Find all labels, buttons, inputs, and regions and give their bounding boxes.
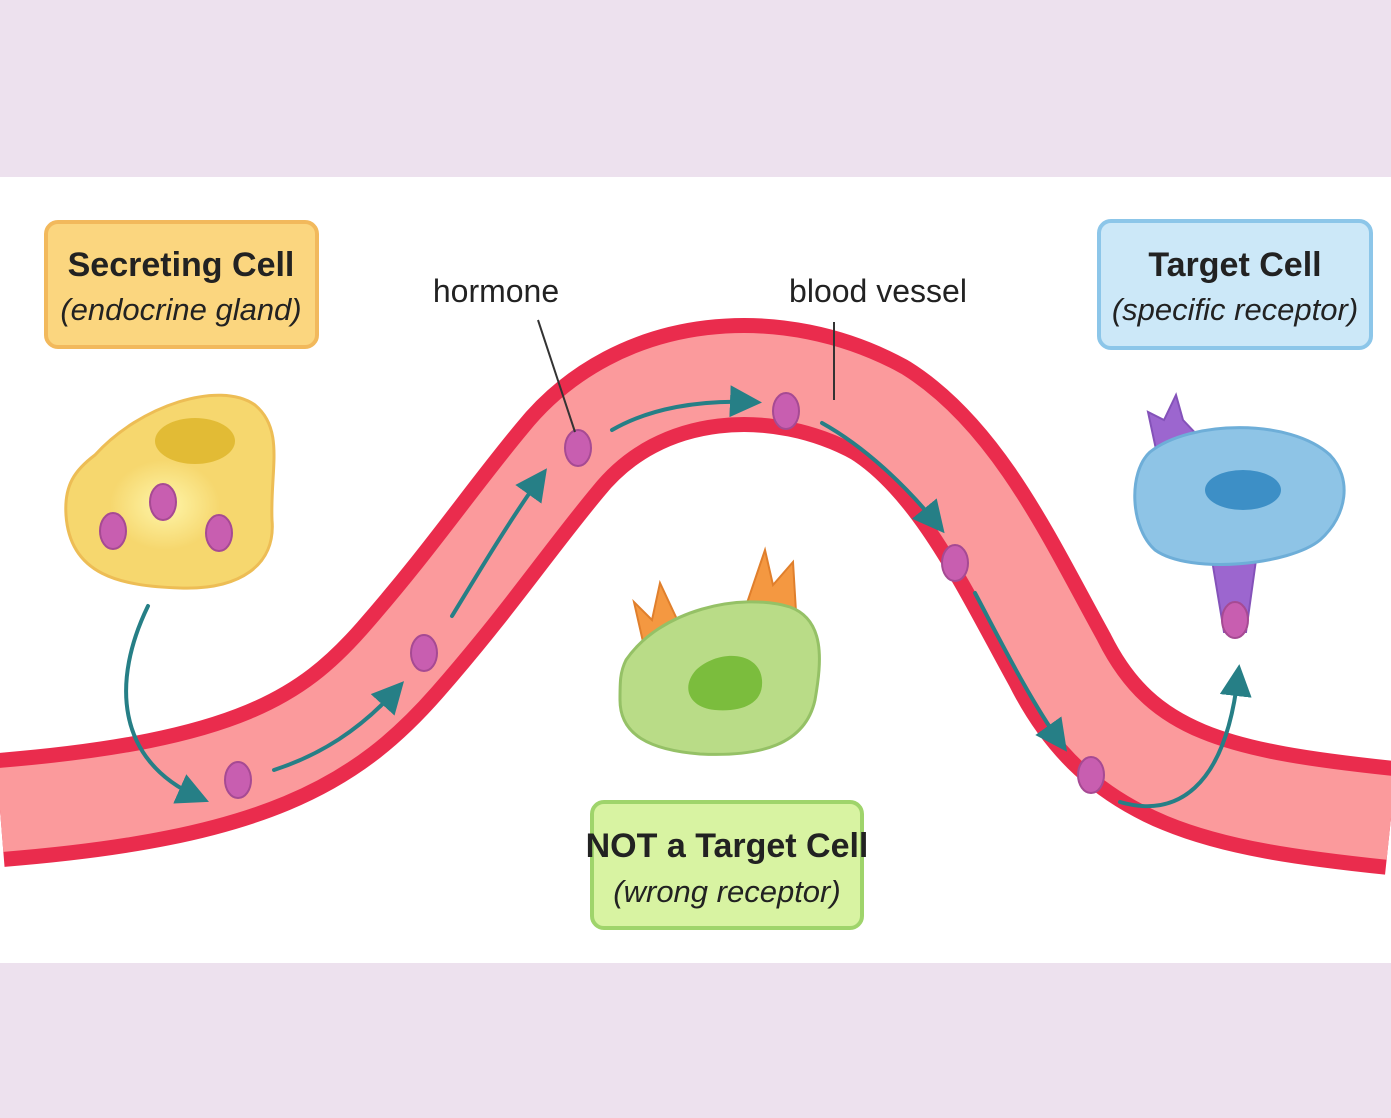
non-target-cell-box — [590, 800, 864, 930]
hormone-molecule — [1077, 756, 1105, 794]
hormone-molecule — [224, 761, 252, 799]
hormone-molecule — [941, 544, 969, 582]
target-cell — [1133, 392, 1346, 639]
non-target-cell-label-box: NOT a Target Cell (wrong receptor) — [586, 800, 869, 930]
hormone-molecule — [772, 392, 800, 430]
secreting-cell-label-box: Secreting Cell (endocrine gland) — [44, 220, 319, 349]
hormone-pointer-line — [537, 319, 576, 433]
hormone-molecule — [149, 483, 177, 521]
flow-arrow — [1118, 664, 1252, 809]
flow-arrows — [124, 385, 1252, 809]
blood-vessel — [0, 318, 1391, 875]
target-cell-title: Target Cell — [1148, 246, 1321, 284]
hormone-molecule — [99, 512, 127, 550]
non-target-emphasis: NOT — [586, 827, 658, 865]
target-cell-box — [1097, 219, 1373, 350]
non-target-cell-nucleus — [688, 655, 763, 711]
hormone-molecule — [410, 634, 438, 672]
secreting-cell-subtitle: (endocrine gland) — [60, 292, 301, 327]
flow-arrow — [124, 604, 209, 804]
target-cell-nucleus — [1205, 470, 1281, 510]
non-target-cell-title: NOT a Target Cell — [586, 827, 869, 865]
hormone-molecule — [205, 514, 233, 552]
flow-arrow — [450, 468, 547, 618]
target-cell-label-box: Target Cell (specific receptor) — [1097, 219, 1373, 350]
target-cell-subtitle: (specific receptor) — [1112, 292, 1358, 327]
secreting-cell — [64, 393, 276, 590]
hormone-label: hormone — [433, 273, 559, 309]
secreting-cell-title: Secreting Cell — [68, 246, 295, 284]
non-target-cell — [618, 546, 821, 756]
bound-hormone — [1221, 601, 1249, 639]
secreting-cell-nucleus — [155, 418, 235, 464]
hormones — [224, 392, 1105, 799]
blood-vessel-label: blood vessel — [789, 273, 967, 309]
non-target-title-rest: a Target Cell — [657, 827, 868, 865]
non-target-cell-subtitle: (wrong receptor) — [613, 874, 840, 909]
flow-arrow — [973, 591, 1067, 752]
blood-vessel-lumen — [0, 333, 1391, 860]
flow-arrow — [820, 421, 945, 534]
flow-arrow — [272, 681, 405, 772]
hormone-molecule — [564, 429, 592, 467]
flow-arrow — [610, 385, 762, 432]
secreting-cell-box — [44, 220, 319, 349]
